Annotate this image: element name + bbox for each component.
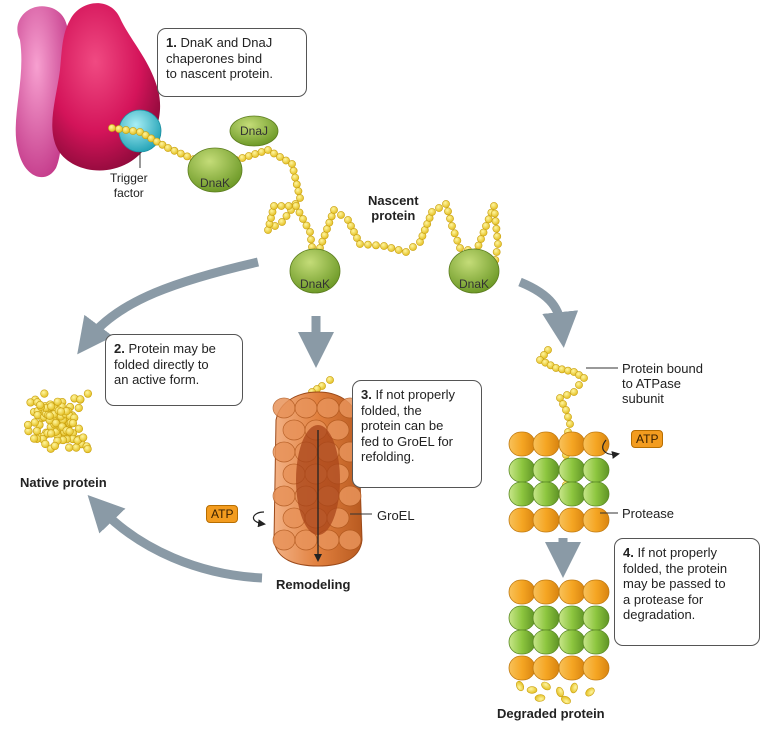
step-3-number: 3. [361,387,372,402]
atp-badge-protease: ATP [631,430,664,448]
polypeptide-chains [108,124,588,497]
step-2-number: 2. [114,341,125,356]
callout-step-4: 4. If not properly folded, the protein m… [614,538,760,646]
chaperone-dnak-top [187,147,243,193]
step-1-text: DnaK and DnaJ chaperones bind to nascent… [166,35,273,81]
callout-step-1: 1. DnaK and DnaJ chaperones bind to nasc… [157,28,307,97]
arrow-to-protease [518,277,579,348]
atp-badge-groel: ATP [206,505,239,523]
dnak-label-middle: DnaK [299,277,331,291]
groel-label: GroEL [377,508,415,523]
step-4-number: 4. [623,545,634,560]
nascent-chain [108,124,502,266]
remodeling-label: Remodeling [276,577,351,592]
trigger-factor-label: Trigger factor [110,171,148,200]
groel-shape [272,391,363,567]
protease-complex-upper [508,431,610,533]
arrow-remodel-to-native [87,494,263,583]
dnaj-label: DnaJ [240,124,269,138]
protease-label: Protease [622,506,675,521]
step-4-text: If not properly folded, the protein may … [623,545,728,622]
step-1-number: 1. [166,35,177,50]
step-2-text: Protein may be folded directly to an act… [114,341,216,387]
chaperone-dnak-right [448,248,500,294]
nascent-protein-label: Nascent protein [368,193,419,223]
chaperone-dnak-middle [289,248,341,294]
protein-bound-label: Protein bound to ATPase subunit [622,361,703,406]
callout-step-2: 2. Protein may be folded directly to an … [105,334,243,406]
native-protein-shape [23,389,93,454]
protease-complex-lower [508,579,610,681]
native-protein-label: Native protein [20,475,107,490]
dnak-label-right: DnaK [458,277,490,291]
degraded-fragments [515,680,595,705]
arrow-to-native [77,257,260,355]
degraded-protein-label: Degraded protein [497,706,605,721]
dnak-label-top: DnaK [199,176,231,190]
step-3-text: If not properly folded, the protein can … [361,387,455,464]
chaperone-dnaj-shape [229,115,279,147]
callout-step-3: 3. If not properly folded, the protein c… [352,380,482,488]
